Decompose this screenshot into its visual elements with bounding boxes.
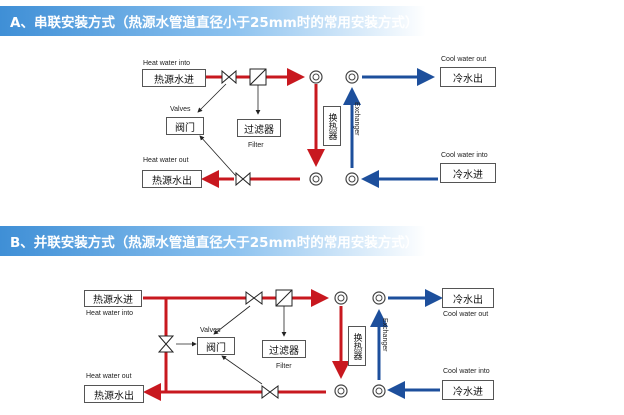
section-b-cool-in-en: Cool water into bbox=[443, 368, 490, 375]
section-b-valve-bypass bbox=[157, 335, 175, 353]
section-b-heat-in-box: 热源水进 bbox=[84, 290, 142, 307]
section-b-exchanger-box: 换热器 bbox=[348, 326, 366, 366]
section-b-filter-box: 过滤器 bbox=[262, 340, 306, 358]
section-b-heat-in-en: Heat water into bbox=[86, 310, 134, 317]
section-b-heat-out-box: 热源水出 bbox=[84, 385, 144, 403]
section-a-exchanger-box: 换热器 bbox=[323, 106, 341, 146]
section-a-heat-in-box: 热源水进 bbox=[142, 69, 206, 87]
section-b-valves-box: 阀门 bbox=[197, 337, 235, 355]
section-b-title: B、并联安装方式（热源水管道直径大于25mm时的常用安装方式） bbox=[10, 235, 419, 251]
section-b-filter-symbol bbox=[275, 289, 293, 307]
section-a-filter-symbol bbox=[249, 68, 267, 86]
section-a-valves-en: Valves bbox=[170, 106, 191, 113]
section-b-filter-en: Filter bbox=[276, 363, 292, 370]
section-a-heat-out-en: Heat water out bbox=[143, 157, 189, 164]
section-b-valve-out bbox=[261, 385, 279, 399]
section-a-cool-out-box: 冷水出 bbox=[440, 67, 496, 87]
section-a-pipes bbox=[197, 68, 438, 188]
section-a-valve-in bbox=[221, 69, 237, 85]
section-b-heat-out-en: Heat water out bbox=[86, 373, 132, 380]
section-b-cool-out-box: 冷水出 bbox=[442, 288, 494, 308]
section-a-cool-out-en: Cool water out bbox=[441, 56, 487, 63]
section-b-pipes bbox=[143, 289, 443, 401]
section-a-cool-in-box: 冷水进 bbox=[440, 163, 496, 183]
section-b-cool-in-box: 冷水进 bbox=[442, 380, 494, 400]
section-a-heat-out-box: 热源水出 bbox=[142, 170, 202, 188]
section-a-valve-out bbox=[235, 171, 251, 187]
section-a-exchanger-en: Exchanger bbox=[353, 102, 360, 136]
section-a-cool-in-en: Cool water into bbox=[441, 152, 488, 159]
section-a-filter-en: Filter bbox=[248, 142, 264, 149]
section-b-exchanger-en: Exchanger bbox=[381, 318, 388, 352]
section-a-heat-in-en: Heat water into bbox=[143, 60, 191, 67]
section-b-banner: B、并联安装方式（热源水管道直径大于25mm时的常用安装方式） bbox=[0, 226, 426, 256]
section-b-valve-in bbox=[245, 291, 263, 305]
section-a-filter-box: 过滤器 bbox=[237, 119, 281, 137]
section-a-banner: A、串联安装方式（热源水管道直径小于25mm时的常用安装方式） bbox=[0, 6, 426, 36]
section-a-title: A、串联安装方式（热源水管道直径小于25mm时的常用安装方式） bbox=[10, 15, 419, 31]
section-a-valves-box: 阀门 bbox=[166, 117, 204, 135]
section-b-valves-en: Valves bbox=[200, 327, 221, 334]
section-b-cool-out-en: Cool water out bbox=[443, 311, 489, 318]
